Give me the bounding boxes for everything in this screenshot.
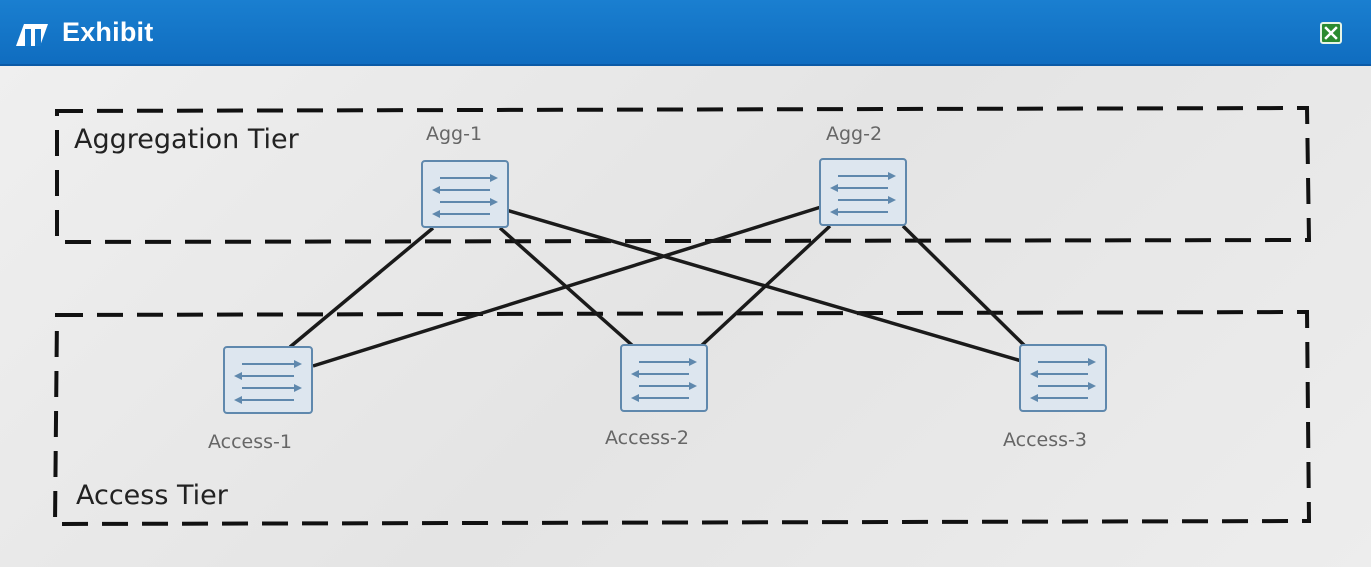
network-diagram: Aggregation Tier Access Tier Agg-1 (52, 105, 1312, 527)
access-tier-box (52, 309, 1312, 527)
agg-2-node[interactable]: Agg-2 (819, 123, 907, 226)
exhibit-icon (16, 24, 48, 46)
link-agg1-access1 (288, 226, 435, 349)
switch-icon (421, 160, 509, 228)
agg-2-label: Agg-2 (826, 123, 882, 145)
switch-icon (620, 344, 708, 412)
access-2-node[interactable]: Access-2 (605, 344, 708, 449)
window-titlebar: Exhibit (0, 0, 1371, 66)
link-agg2-access2 (698, 224, 832, 349)
agg-1-label: Agg-1 (426, 123, 482, 145)
access-1-label: Access-1 (208, 431, 292, 453)
access-2-label: Access-2 (605, 427, 689, 449)
exhibit-content: Aggregation Tier Access Tier Agg-1 (0, 66, 1371, 567)
access-1-node[interactable]: Access-1 (208, 346, 313, 453)
aggregation-tier-label: Aggregation Tier (74, 124, 300, 155)
aggregation-tier-box (55, 105, 1312, 245)
agg-1-node[interactable]: Agg-1 (421, 123, 509, 228)
window-title: Exhibit (62, 17, 154, 47)
switch-icon (819, 158, 907, 226)
link-agg2-access3 (901, 224, 1028, 349)
close-icon (1324, 26, 1338, 40)
switch-icon (1019, 344, 1107, 412)
access-3-label: Access-3 (1003, 429, 1087, 451)
access-tier-label: Access Tier (76, 480, 229, 511)
close-button[interactable] (1320, 22, 1342, 44)
link-layer (288, 205, 1028, 368)
link-agg2-access1 (312, 205, 822, 368)
switch-icon (223, 346, 313, 414)
access-3-node[interactable]: Access-3 (1003, 344, 1107, 451)
